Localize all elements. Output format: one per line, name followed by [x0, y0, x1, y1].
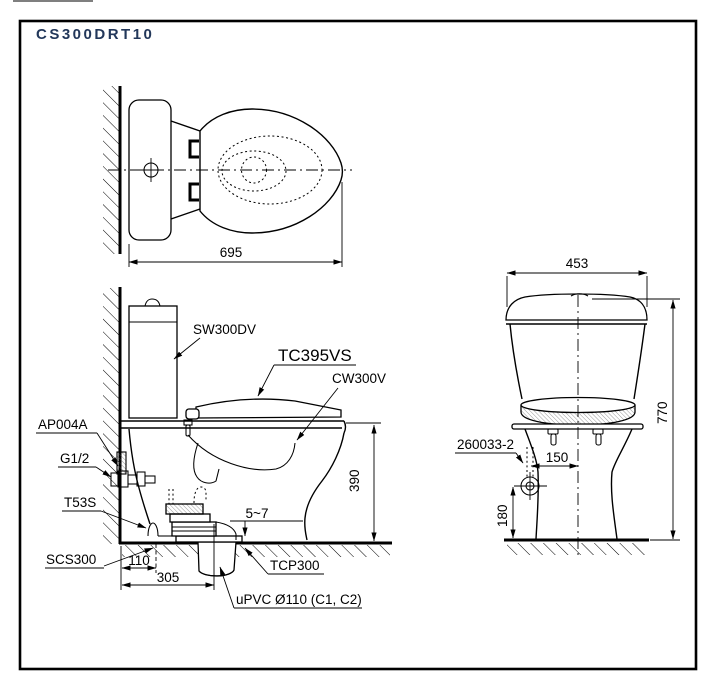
seat-lid-outline: [195, 398, 342, 419]
label-socket-model: SCS300: [46, 552, 96, 567]
dim-depth: 695: [220, 245, 243, 260]
label-stop-valve-model: 260033-2: [457, 437, 514, 452]
socket-scs300: [165, 503, 204, 515]
label-bowl-model: CW300V: [332, 371, 386, 386]
dim-cap-offset: 110: [128, 553, 150, 568]
flange-tcp300: [175, 535, 243, 543]
upvc-pipe: [197, 541, 237, 577]
label-supply-model: AP004A: [38, 417, 88, 432]
pedestal-right-edge: [610, 428, 633, 540]
dim-height: 770: [655, 401, 670, 424]
floor-hatch: [122, 545, 390, 557]
trap-funnel: [193, 442, 220, 484]
label-tank-model: SW300DV: [193, 322, 256, 337]
refill-hook: [193, 486, 207, 504]
dim-outlet-offset: 305: [157, 570, 180, 585]
cap-t53s: [147, 522, 159, 537]
tank-body-front: [509, 323, 646, 400]
socket-body: [169, 513, 211, 523]
supply-rod: [526, 447, 534, 477]
label-seat-model: TC395VS: [278, 346, 352, 365]
dim-supply-offset: 150: [546, 450, 569, 465]
socket-elbow: [215, 521, 237, 540]
tank-lid-front: [505, 293, 648, 321]
dim-rim-height: 390: [347, 469, 362, 492]
water-contour: [221, 150, 287, 192]
label-flange-model: TCP300: [270, 558, 320, 573]
bowl-front-edge: [304, 432, 345, 541]
seat-hinge: [185, 408, 200, 420]
top-view: 695: [103, 86, 352, 267]
label-valve-size: G1/2: [60, 451, 89, 466]
side-view: SW300DV TC395VS CW300V AP004A G1/2 T53S …: [36, 287, 392, 609]
dim-supply-height: 180: [495, 504, 510, 527]
seat-bolt-shaft: [185, 424, 191, 437]
label-pipe-spec: uPVC Ø110 (C1, C2): [236, 592, 362, 607]
tank-lid-knob: [144, 298, 161, 307]
tank-side-outline: [128, 305, 178, 419]
page-border: [18, 19, 698, 671]
floor-hatch: [507, 543, 645, 555]
hinge-bracket: [188, 139, 199, 159]
front-view: 453 770 150 180 260033-2: [455, 256, 680, 558]
socket-base: [171, 521, 217, 537]
page-title: CS300DRT10: [36, 26, 154, 43]
dim-floor-gap: 5~7: [246, 506, 269, 521]
rim-deck: [121, 420, 347, 434]
mounting-bolts: [547, 428, 604, 446]
rim-plate-front: [511, 423, 644, 430]
dim-width: 453: [566, 256, 589, 271]
bowl-rear-edge: [128, 428, 151, 525]
hinge-bracket: [188, 182, 199, 202]
pedestal-left-edge: [524, 428, 539, 540]
valve-part: [144, 475, 156, 484]
refill-tube: [168, 489, 174, 504]
bowl-top-outline: [199, 108, 344, 234]
wall-hatch: [103, 288, 120, 544]
tank-bowl-connector: [170, 120, 201, 220]
bowl-inner-line: [187, 434, 296, 471]
label-cap-model: T53S: [64, 495, 96, 510]
